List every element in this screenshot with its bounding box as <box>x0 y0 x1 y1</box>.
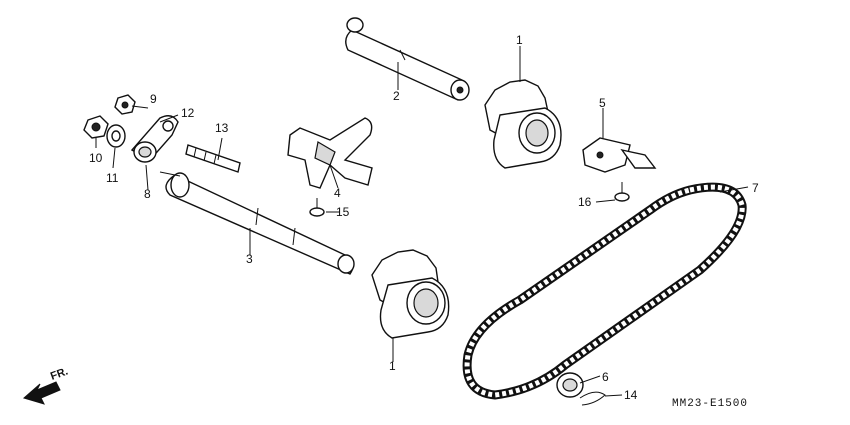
stud-bolt-part-13 <box>185 144 241 173</box>
bolt-part-16 <box>614 182 630 202</box>
callout-6: 6 <box>602 370 609 384</box>
leader-lines <box>95 46 749 397</box>
callout-1-lower: 1 <box>389 359 396 373</box>
sprocket-part-1-upper <box>484 79 562 169</box>
arm-part-12 <box>130 115 179 163</box>
callout-12: 12 <box>181 106 195 120</box>
callout-8: 8 <box>144 187 151 201</box>
shift-fork-part-4 <box>287 117 373 189</box>
front-arrow-icon <box>22 381 61 405</box>
front-label: FR. <box>49 365 70 382</box>
bolt-part-15 <box>309 198 325 217</box>
callout-9: 9 <box>150 92 157 106</box>
roller-part-6 <box>556 372 584 398</box>
callout-15: 15 <box>336 205 350 219</box>
washer-part-11 <box>106 124 126 148</box>
shaft-part-2 <box>345 17 470 101</box>
nut-part-9 <box>114 94 136 115</box>
sensor-part-5 <box>582 137 657 173</box>
shaft-part-3 <box>159 171 355 275</box>
callout-11: 11 <box>106 171 119 185</box>
sprocket-part-1-lower <box>371 249 450 339</box>
callout-4: 4 <box>334 186 341 200</box>
chain-part-7 <box>462 182 747 400</box>
clip-part-14 <box>579 391 606 406</box>
callout-7: 7 <box>752 181 759 195</box>
diagram-code: MM23-E1500 <box>672 398 748 410</box>
callout-13: 13 <box>215 121 229 135</box>
callout-2: 2 <box>393 89 400 103</box>
nut-part-10 <box>83 115 109 139</box>
callout-14: 14 <box>624 388 638 402</box>
callout-5: 5 <box>599 96 606 110</box>
callout-10: 10 <box>89 151 103 165</box>
callout-16: 16 <box>578 195 592 209</box>
callout-labels: 1 1 2 3 4 5 6 7 8 9 10 11 12 13 14 15 16 <box>89 33 759 402</box>
callout-1-upper: 1 <box>516 33 523 47</box>
front-direction-indicator: FR. <box>22 365 70 405</box>
callout-3: 3 <box>246 252 253 266</box>
